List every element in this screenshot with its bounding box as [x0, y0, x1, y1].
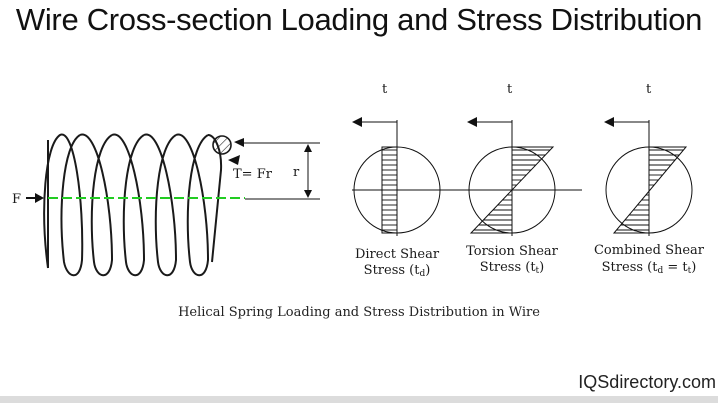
direct-shear-panel: t Direct Shear Stress (td): [352, 82, 441, 279]
direct-shear-title-line1: Direct Shear: [355, 247, 440, 262]
spring-coil-4: [143, 133, 178, 277]
brand-logo-text: IQSdirectory.com: [578, 372, 716, 392]
torsion-shear-arrow-icon: [467, 117, 477, 127]
torque-label: T= Fr: [233, 167, 273, 182]
combined-shear-t-label: t: [646, 82, 652, 97]
direct-shear-title-line2: Stress (td): [364, 263, 431, 279]
helical-spring: [43, 133, 223, 277]
radius-label: r: [293, 165, 300, 180]
wire-cross-section-icon: [212, 135, 232, 155]
combined-shear-arrow-icon: [604, 117, 614, 127]
force-label: F: [12, 192, 21, 207]
torsion-shear-title-line1: Torsion Shear: [466, 244, 559, 259]
bottom-bar: [0, 396, 718, 403]
torque-arrow-bottom-icon: [228, 155, 240, 165]
direct-shear-t-label: t: [382, 82, 388, 97]
force-arrow-icon: [35, 193, 44, 203]
spring-coil-2: [79, 133, 114, 277]
combined-shear-title-line2: Stress (td = tt): [602, 260, 697, 276]
combined-shear-panel: t Combined Shear Stress (td = tt): [594, 82, 705, 276]
radius-dimension: [240, 142, 320, 200]
spring-coil-3: [111, 133, 146, 277]
radius-arrow-up-icon: [304, 144, 312, 152]
spring-coil-1: [43, 133, 84, 277]
torsion-shear-t-label: t: [507, 82, 513, 97]
page-title: Wire Cross-section Loading and Stress Di…: [15, 2, 703, 37]
torque-arrow-top-icon: [234, 138, 244, 147]
combined-shear-title-line1: Combined Shear: [594, 243, 705, 258]
torsion-shear-title-line2: Stress (tt): [480, 260, 545, 276]
figure-caption: Helical Spring Loading and Stress Distri…: [178, 305, 540, 320]
torsion-shear-panel: t Torsion Shear Stress (tt): [466, 82, 559, 276]
spring-coil-5: [175, 133, 210, 277]
direct-shear-arrow-icon: [352, 117, 362, 127]
radius-arrow-down-icon: [304, 190, 312, 198]
